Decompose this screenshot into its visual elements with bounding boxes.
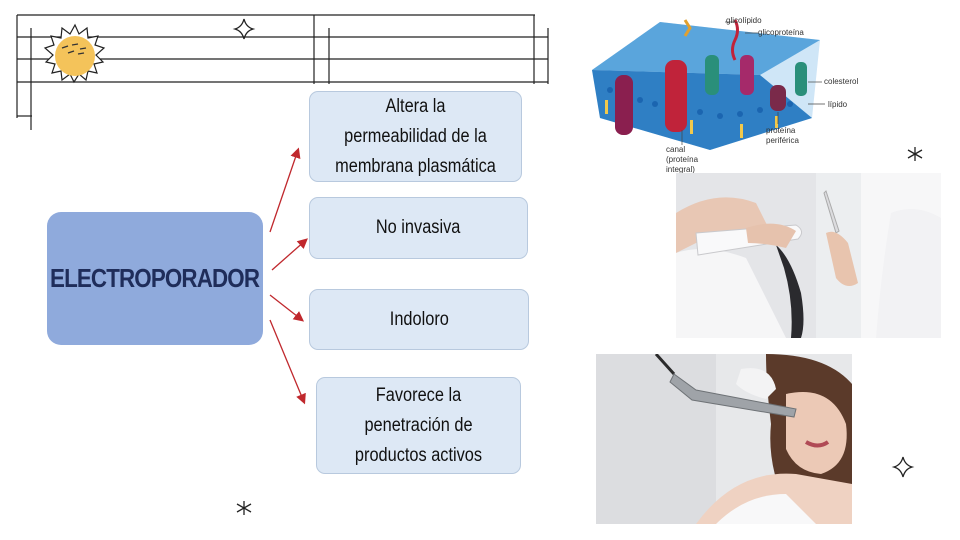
feature-label: Altera la permeabilidad de la membrana p… (335, 95, 496, 177)
main-node-label: ELECTROPORADOR (50, 263, 260, 293)
connector-arrow-1 (269, 147, 301, 233)
underarm-treatment-photo (676, 173, 941, 338)
connector-arrow-2 (271, 238, 308, 271)
label-glycolipid: glicolípido (726, 16, 762, 25)
connector-arrow-3 (269, 294, 305, 322)
feature-label: No invasiva (376, 217, 461, 238)
sun-doodle-icon (43, 23, 106, 84)
label-lipid: lípido (828, 100, 848, 109)
feature-box-painless: Indoloro (309, 289, 529, 350)
label-glycoprotein: glicoproteína (758, 28, 804, 37)
label-cholesterol: colesterol (824, 77, 858, 86)
feature-label: Favorece la penetración de productos act… (354, 384, 483, 466)
label-peripheral-protein: proteína periférica (766, 126, 799, 145)
main-node-box: ELECTROPORADOR (47, 212, 263, 345)
feature-box-non-invasive: No invasiva (309, 197, 528, 259)
label-channel: canal (proteína integral) (666, 145, 699, 174)
feature-box-penetration: Favorece la penetración de productos act… (316, 377, 521, 474)
connector-arrow-4 (269, 319, 306, 405)
feature-label: Indoloro (389, 308, 449, 330)
facial-electroporation-photo (596, 354, 852, 524)
feature-box-permeability: Altera la permeabilidad de la membrana p… (309, 91, 522, 182)
